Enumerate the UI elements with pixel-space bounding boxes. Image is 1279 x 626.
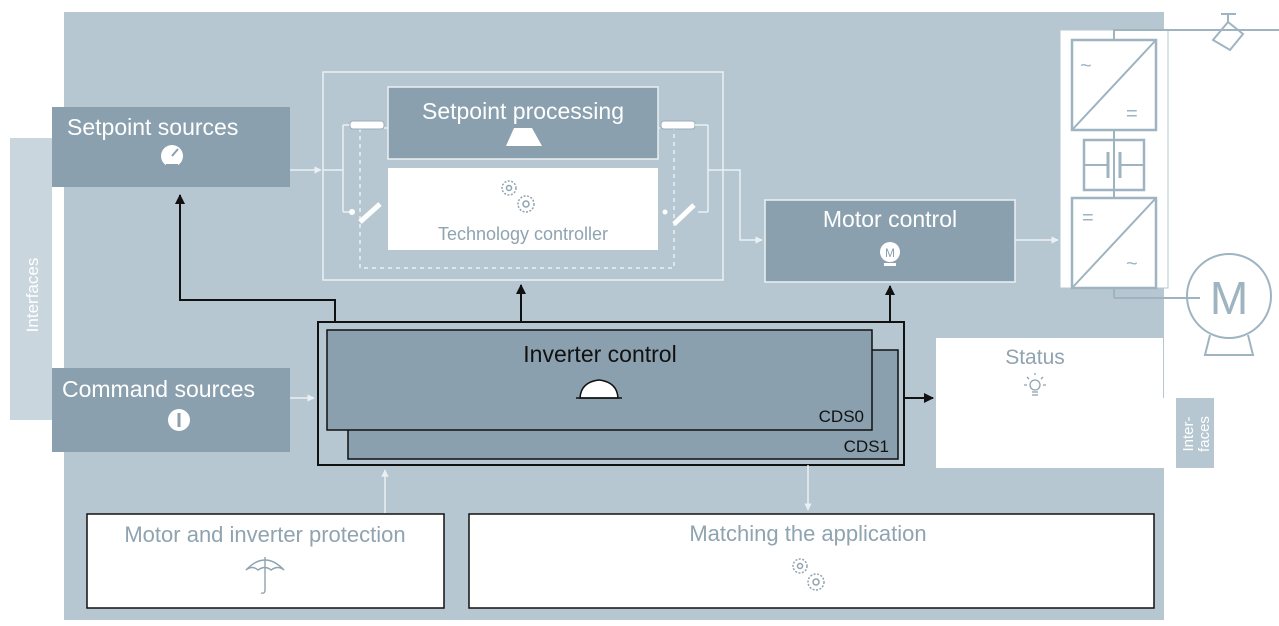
inverter-control-label: Inverter control <box>523 341 676 367</box>
arrow-channel-to-motor-control <box>708 169 763 244</box>
motor-inverter-protection-block[interactable]: Motor and inverter protection <box>86 513 445 609</box>
setpoint-sources-label: Setpoint sources <box>67 114 238 140</box>
motor-control-block[interactable]: Motor control M <box>764 199 1016 283</box>
lightbulb-icon <box>1024 373 1046 396</box>
setpoint-channel-frame <box>322 71 724 281</box>
umbrella-icon <box>245 557 285 594</box>
setpoint-sources-block[interactable]: Setpoint sources <box>52 107 290 187</box>
setpoint-switch-right <box>660 120 709 226</box>
setpoint-processing-label: Setpoint processing <box>422 98 624 124</box>
power-ac-symbol-top: ~ <box>1080 55 1092 77</box>
motor-control-label: Motor control <box>823 206 957 232</box>
interfaces-right-strip <box>1176 398 1214 468</box>
technology-controller-label: Technology controller <box>438 224 608 244</box>
power-unit <box>1059 13 1279 356</box>
power-dc-symbol-top: = <box>1126 103 1138 125</box>
switch-icon <box>168 409 190 431</box>
motor-icon-letter: M <box>885 246 895 260</box>
technology-controller-block[interactable]: Technology controller <box>388 168 658 250</box>
setpoint-processing-block[interactable]: Setpoint processing <box>387 86 659 160</box>
command-sources-label: Command sources <box>62 376 255 402</box>
arrow-inverter-to-setpoint-sources <box>175 194 336 322</box>
power-ac-symbol-bottom: ~ <box>1126 253 1138 275</box>
gears-icon <box>501 180 535 213</box>
power-dc-symbol-bottom: = <box>1082 207 1094 229</box>
interfaces-left-label: Interfaces <box>23 258 42 333</box>
cds0-label: CDS0 <box>819 407 864 426</box>
command-sources-block[interactable]: Command sources <box>52 368 290 452</box>
motor-inverter-protection-label: Motor and inverter protection <box>124 522 405 547</box>
setpoint-channel-dashed-frame <box>359 127 675 269</box>
interfaces-right-label-1: Inter- <box>1180 416 1197 451</box>
setpoint-switch-left <box>323 120 385 224</box>
inverter-control-frame <box>317 321 905 466</box>
control-hat-icon <box>579 379 619 399</box>
cds1-label: CDS1 <box>844 437 889 456</box>
ramp-icon <box>506 128 542 146</box>
gears-icon <box>792 558 825 591</box>
motor-icon: M <box>880 242 900 266</box>
status-label: Status <box>1005 346 1065 369</box>
status-block[interactable]: Status <box>936 338 1176 468</box>
gauge-icon <box>161 145 183 168</box>
cds0-sheet[interactable]: Inverter control CDS0 <box>326 329 873 431</box>
motor-letter: M <box>1210 272 1248 324</box>
matching-application-label: Matching the application <box>689 521 926 546</box>
interfaces-left-strip <box>10 138 52 420</box>
interfaces-right-label-2: faces <box>1196 416 1213 452</box>
matching-application-block[interactable]: Matching the application <box>468 513 1155 609</box>
